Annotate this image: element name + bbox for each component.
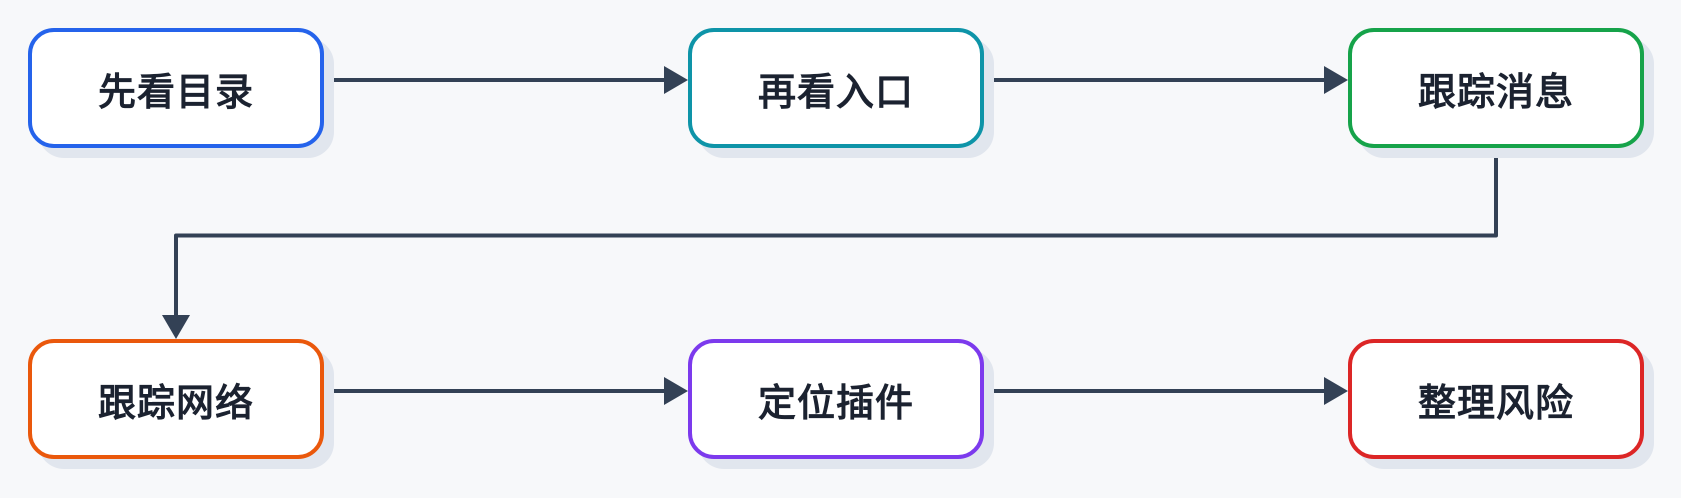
node-organize-risks: 整理风险: [1348, 339, 1644, 459]
node-label: 跟踪网络: [97, 380, 254, 425]
arrowhead-n3-n4: [162, 315, 190, 339]
node-label: 定位插件: [757, 380, 914, 425]
node-view-entry: 再看入口: [688, 28, 984, 148]
node-trace-network: 跟踪网络: [28, 339, 324, 459]
node-view-directory: 先看目录: [28, 28, 324, 148]
node-locate-plugin: 定位插件: [688, 339, 984, 459]
node-label: 再看入口: [757, 69, 914, 114]
arrowhead-n4-n5: [664, 377, 688, 405]
arrowhead-n5-n6: [1324, 377, 1348, 405]
node-trace-messages: 跟踪消息: [1348, 28, 1644, 148]
arrowhead-n1-n2: [664, 66, 688, 94]
connector-n3-n4: [174, 148, 1498, 319]
arrowhead-n2-n3: [1324, 66, 1348, 94]
node-label: 跟踪消息: [1417, 69, 1574, 114]
node-label: 整理风险: [1417, 380, 1574, 425]
node-label: 先看目录: [97, 69, 254, 114]
